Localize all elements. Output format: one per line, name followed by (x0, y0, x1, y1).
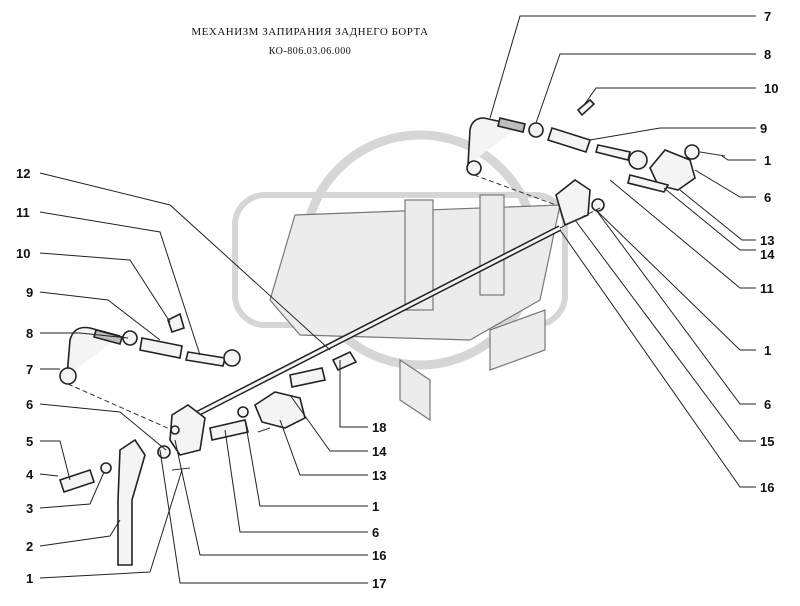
callout-6-l: 6 (26, 397, 33, 412)
callouts-right: 7 8 10 9 1 6 13 14 11 1 6 15 16 (760, 9, 778, 495)
callout-16: 16 (760, 480, 774, 495)
locking-shaft (183, 225, 562, 423)
callout-6: 6 (764, 190, 771, 205)
callout-3-l: 3 (26, 501, 33, 516)
callout-14-b: 14 (372, 444, 387, 459)
callout-9: 9 (760, 121, 767, 136)
callouts-bottom: 18 14 13 1 6 16 17 (372, 420, 387, 591)
drawing-code: КО-806.03.06.000 (268, 46, 352, 57)
callout-7-l: 7 (26, 362, 33, 377)
callout-10: 10 (764, 81, 778, 96)
callout-1: 1 (764, 153, 771, 168)
callout-13: 13 (760, 233, 774, 248)
diagram-title: МЕХАНИЗМ ЗАПИРАНИЯ ЗАДНЕГО БОРТА (191, 26, 429, 38)
callout-4-l: 4 (26, 467, 34, 482)
callout-6-b: 6 (764, 397, 771, 412)
callout-5-l: 5 (26, 434, 33, 449)
callout-6-bc: 6 (372, 525, 379, 540)
callout-1-bc: 1 (372, 499, 379, 514)
callout-9-l: 9 (26, 285, 33, 300)
callout-13-b: 13 (372, 468, 386, 483)
callout-7: 7 (764, 9, 771, 24)
rear-board-frame (269, 194, 561, 422)
callout-10-l: 10 (16, 246, 30, 261)
callout-15: 15 (760, 434, 774, 449)
callout-16-b: 16 (372, 548, 386, 563)
callout-18-b: 18 (372, 420, 386, 435)
callout-11-l: 11 (16, 205, 30, 220)
callout-1-b: 1 (764, 343, 771, 358)
callout-2-l: 2 (26, 539, 33, 554)
upper-right-parts (466, 98, 726, 229)
callouts-left: 12 11 10 9 8 7 6 5 4 3 2 1 (16, 166, 34, 586)
callout-8-l: 8 (26, 326, 33, 341)
callout-12: 12 (16, 166, 30, 181)
leader-lines (39, 15, 756, 584)
callout-11: 11 (760, 281, 774, 296)
callout-14: 14 (760, 247, 775, 262)
callout-8: 8 (764, 47, 771, 62)
callout-17-b: 17 (372, 576, 386, 591)
left-parts (58, 312, 358, 566)
callout-1-l: 1 (26, 571, 33, 586)
